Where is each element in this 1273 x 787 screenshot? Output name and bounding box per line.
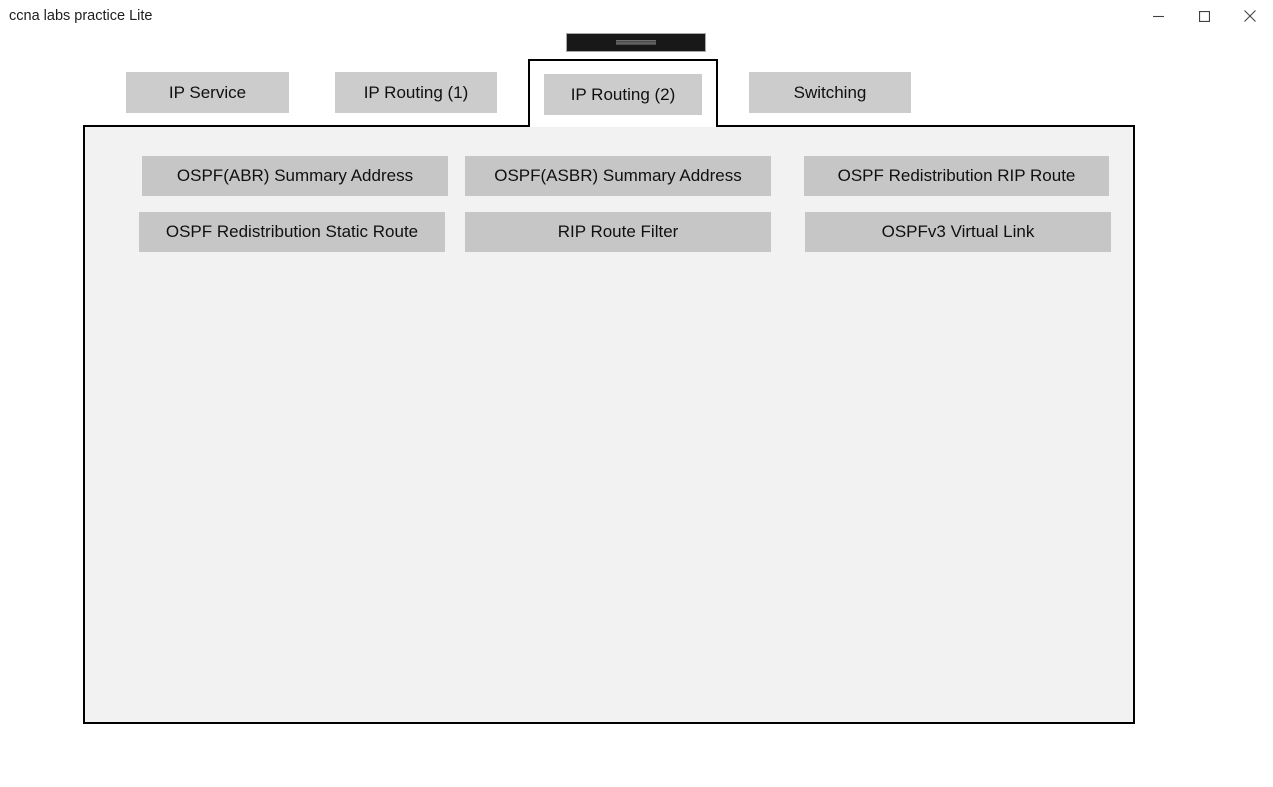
tab-ip-routing-1[interactable]: IP Routing (1) — [335, 72, 497, 113]
content-panel-inner: OSPF(ABR) Summary Address OSPF(ASBR) Sum… — [85, 127, 1133, 722]
lab-button-ospf-abr-summary-address[interactable]: OSPF(ABR) Summary Address — [142, 156, 448, 196]
tab-ip-routing-2-selected-frame[interactable]: IP Routing (2) — [528, 59, 718, 127]
minimize-button[interactable] — [1135, 0, 1181, 32]
close-icon — [1244, 10, 1256, 22]
lab-button-ospfv3-virtual-link[interactable]: OSPFv3 Virtual Link — [805, 212, 1111, 252]
close-button[interactable] — [1227, 0, 1273, 32]
drag-handle-bar[interactable] — [566, 33, 706, 52]
grip-lines-icon — [616, 40, 656, 45]
lab-button-ospf-asbr-summary-address[interactable]: OSPF(ASBR) Summary Address — [465, 156, 771, 196]
minimize-icon — [1152, 15, 1164, 17]
tab-switching[interactable]: Switching — [749, 72, 911, 113]
tab-ip-routing-2[interactable]: IP Routing (2) — [544, 74, 702, 115]
lab-button-ospf-redistribution-static-route[interactable]: OSPF Redistribution Static Route — [139, 212, 445, 252]
lab-button-ospf-redistribution-rip-route[interactable]: OSPF Redistribution RIP Route — [804, 156, 1109, 196]
window-controls — [1135, 0, 1273, 32]
window-title: ccna labs practice Lite — [9, 8, 153, 24]
window-title-bar: ccna labs practice Lite — [0, 0, 1273, 32]
lab-button-rip-route-filter[interactable]: RIP Route Filter — [465, 212, 771, 252]
tab-ip-service[interactable]: IP Service — [126, 72, 289, 113]
maximize-button[interactable] — [1181, 0, 1227, 32]
maximize-icon — [1198, 10, 1210, 22]
tab-strip: IP Service IP Routing (1) IP Routing (2)… — [0, 59, 1273, 127]
content-panel: OSPF(ABR) Summary Address OSPF(ASBR) Sum… — [83, 125, 1135, 724]
